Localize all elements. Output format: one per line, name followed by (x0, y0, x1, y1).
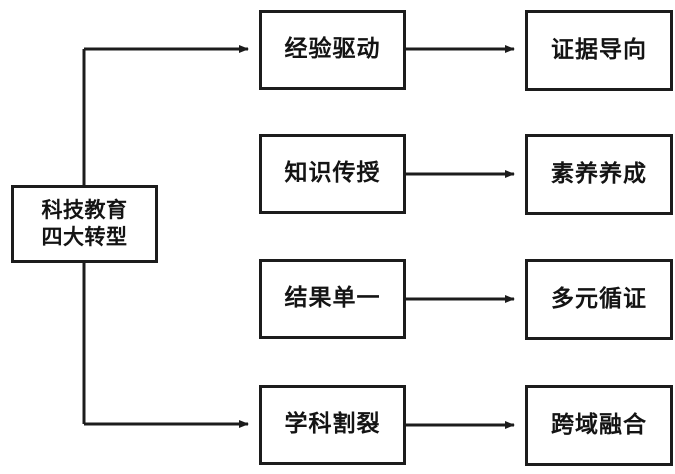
node-target-2-label: 素养养成 (551, 160, 647, 187)
node-root-label: 科技教育 四大转型 (41, 198, 128, 249)
node-root[interactable]: 科技教育 四大转型 (11, 185, 158, 263)
node-target-1-label: 证据导向 (551, 36, 647, 63)
node-target-1[interactable]: 证据导向 (525, 10, 673, 91)
node-source-1-label: 经验驱动 (284, 36, 381, 63)
node-source-1[interactable]: 经验驱动 (259, 10, 406, 90)
node-source-3-label: 结果单一 (284, 285, 381, 312)
node-target-2[interactable]: 素养养成 (525, 134, 673, 215)
node-target-4[interactable]: 跨域融合 (525, 385, 673, 466)
node-target-3[interactable]: 多元循证 (525, 259, 673, 340)
node-source-2[interactable]: 知识传授 (259, 134, 406, 214)
node-source-4[interactable]: 学科割裂 (259, 385, 406, 465)
node-target-4-label: 跨域融合 (551, 411, 647, 438)
node-source-4-label: 学科割裂 (284, 411, 381, 438)
node-source-3[interactable]: 结果单一 (259, 259, 406, 339)
node-source-2-label: 知识传授 (284, 160, 381, 187)
node-target-3-label: 多元循证 (551, 285, 647, 312)
